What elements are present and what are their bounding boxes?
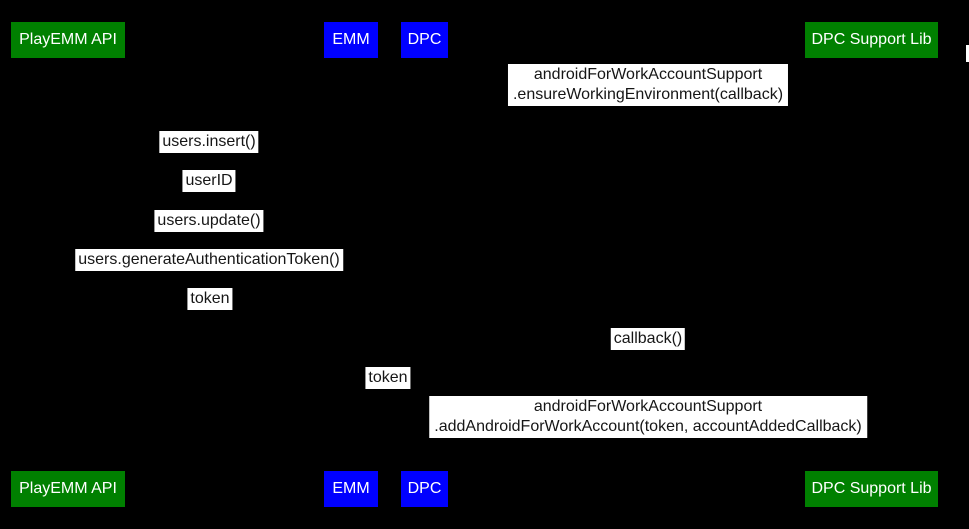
message-users-insert: users.insert() bbox=[159, 131, 259, 153]
message-token-to-emm: token bbox=[187, 288, 233, 310]
scrollbar-thumb[interactable] bbox=[966, 45, 969, 62]
actor-emm-bottom: EMM bbox=[324, 471, 378, 507]
message-line: .ensureWorkingEnvironment(callback) bbox=[512, 86, 784, 103]
message-line: androidForWorkAccountSupport bbox=[533, 66, 763, 83]
message-users-update: users.update() bbox=[154, 210, 264, 232]
message-add-android-for-work-account: androidForWorkAccountSupport .addAndroid… bbox=[429, 396, 867, 438]
actor-dpc-top: DPC bbox=[401, 22, 448, 58]
message-ensure-working-environment: androidForWorkAccountSupport .ensureWork… bbox=[507, 64, 789, 106]
actor-emm-top: EMM bbox=[324, 22, 378, 58]
actor-dpc-support-lib-top: DPC Support Lib bbox=[805, 22, 938, 58]
message-line: .addAndroidForWorkAccount(token, account… bbox=[434, 418, 862, 435]
message-user-id: userID bbox=[182, 170, 236, 192]
actor-playemm-api-top: PlayEMM API bbox=[11, 22, 125, 58]
message-line: androidForWorkAccountSupport bbox=[533, 398, 763, 415]
message-token-to-dpc: token bbox=[365, 367, 411, 389]
actor-playemm-api-bottom: PlayEMM API bbox=[11, 471, 125, 507]
message-callback: callback() bbox=[610, 328, 686, 350]
actor-dpc-bottom: DPC bbox=[401, 471, 448, 507]
message-generate-authentication-token: users.generateAuthenticationToken() bbox=[75, 249, 343, 271]
actor-dpc-support-lib-bottom: DPC Support Lib bbox=[805, 471, 938, 507]
